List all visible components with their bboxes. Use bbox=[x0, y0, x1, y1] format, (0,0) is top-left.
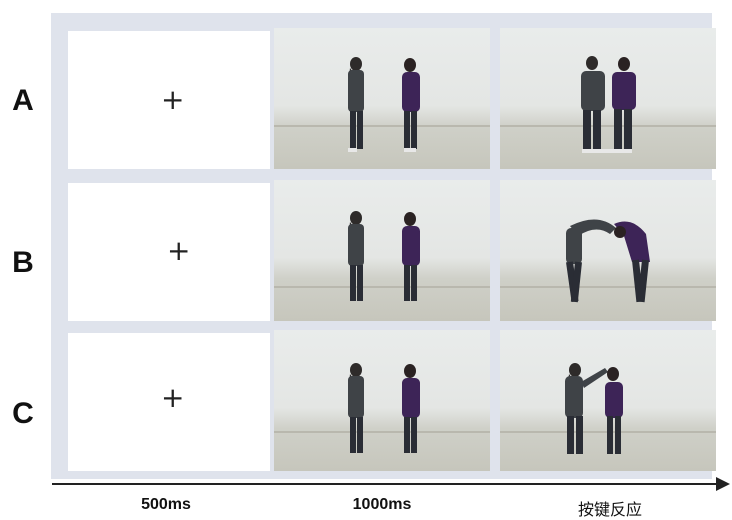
row-label-a: A bbox=[12, 84, 34, 117]
person-right-figure bbox=[402, 58, 420, 152]
row-label-c: C bbox=[12, 397, 34, 430]
timeline-label-1000ms: 1000ms bbox=[352, 496, 412, 513]
fixation-cross: + bbox=[161, 381, 185, 414]
two-people-facing-figure bbox=[348, 211, 420, 301]
two-people-facing-figure bbox=[348, 363, 420, 453]
timeline-label-500ms: 500ms bbox=[141, 496, 191, 513]
row-label-b: B bbox=[12, 246, 34, 279]
floor-line bbox=[500, 125, 716, 127]
fixation-panel-c: + bbox=[68, 333, 270, 471]
photo-response-b bbox=[500, 180, 716, 321]
fixation-cross: + bbox=[167, 234, 191, 267]
floor-line bbox=[274, 286, 490, 288]
photo-response-a bbox=[500, 28, 716, 169]
timeline-axis bbox=[52, 483, 722, 485]
standing-side-by-side-figure bbox=[581, 56, 636, 153]
timeline-arrow-icon bbox=[716, 477, 730, 491]
arch-posture-figure bbox=[566, 219, 650, 303]
photo-face-to-face-a bbox=[274, 28, 490, 169]
fixation-cross: + bbox=[161, 83, 185, 116]
photo-response-c bbox=[500, 330, 716, 471]
floor-line bbox=[274, 431, 490, 433]
person-left-figure bbox=[348, 57, 364, 152]
fixation-panel-b: + bbox=[68, 183, 270, 321]
timeline-label-response: 按键反应 bbox=[577, 500, 642, 519]
fixation-panel-a: + bbox=[68, 31, 270, 169]
reaching-posture-figure bbox=[565, 363, 623, 454]
floor-line bbox=[500, 286, 716, 288]
photo-face-to-face-c bbox=[274, 330, 490, 471]
two-people-facing-figure bbox=[348, 57, 420, 152]
photo-face-to-face-b bbox=[274, 180, 490, 321]
floor-line bbox=[274, 125, 490, 127]
